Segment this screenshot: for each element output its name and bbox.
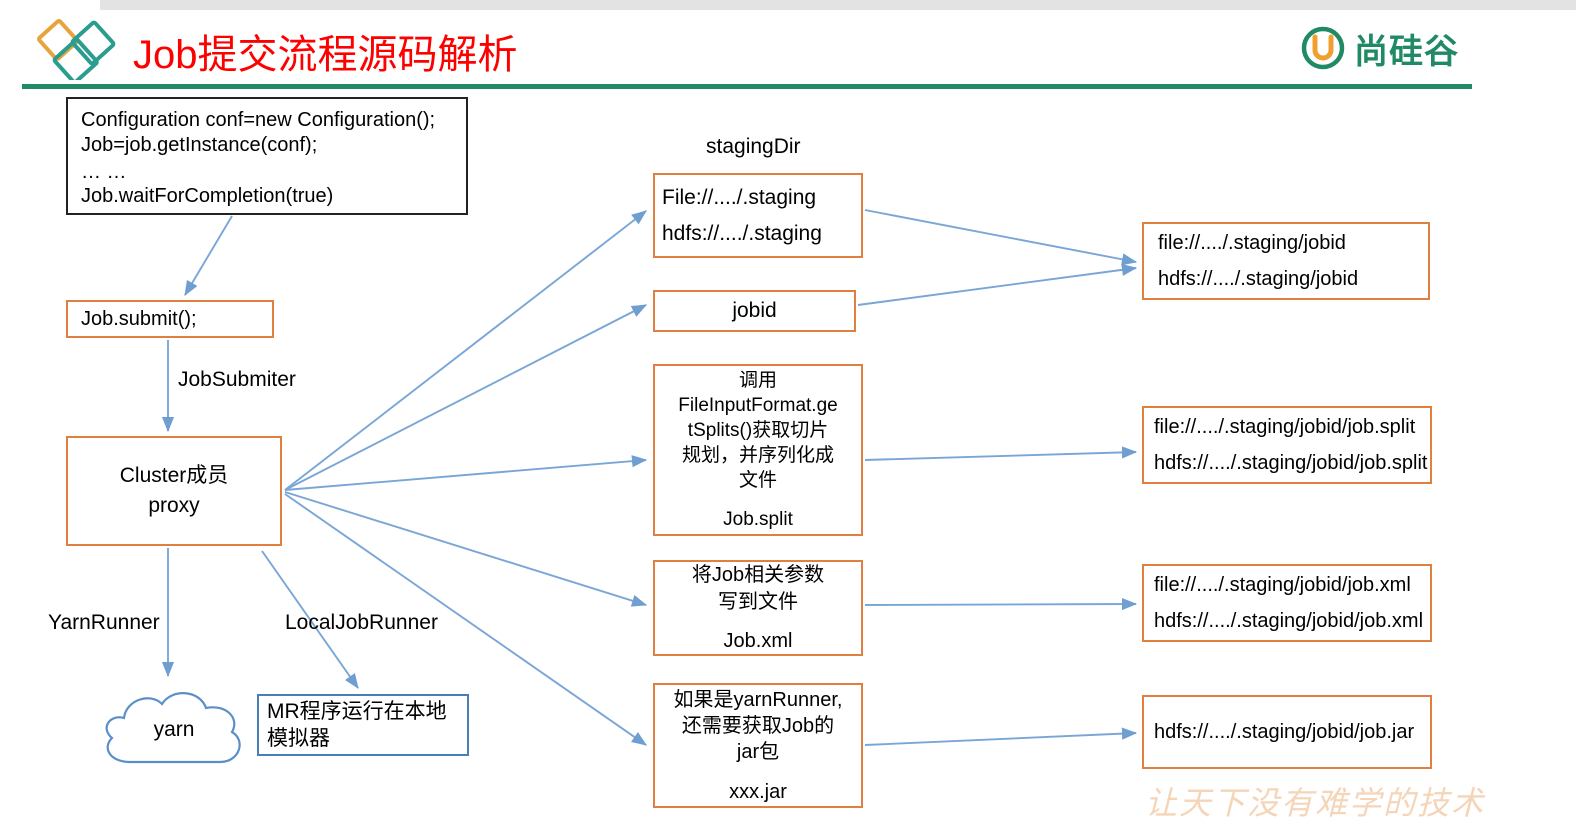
arrow-cluster-to-split [284, 455, 648, 491]
code-line-3: … … [81, 161, 127, 183]
atguigu-u-icon [1301, 26, 1345, 70]
split-line-1: 调用 [738, 370, 777, 391]
label-staging-dir: stagingDir [706, 135, 801, 158]
local-line-2: 模拟器 [267, 727, 330, 750]
arrow-jobid-to-right [857, 263, 1138, 306]
mid-box-job-jar: 如果是yarnRunner, 还需要获取Job的 jar包 xxx.jar [653, 683, 863, 808]
jar-line-2: 还需要获取Job的 [681, 714, 835, 737]
arrow-cluster-to-jobid [284, 304, 648, 491]
local-line-1: MR程序运行在本地 [267, 700, 447, 723]
jar-line-3: jar包 [736, 740, 780, 763]
watermark-text: 让天下没有难学的技术 [1145, 784, 1486, 822]
split-line-3: tSplits()获取切片 [687, 420, 829, 441]
mid-box-job-params: 将Job相关参数 写到文件 Job.xml [653, 560, 863, 656]
cluster-line-2: proxy [148, 494, 200, 517]
arrow-cluster-to-xml [284, 491, 648, 607]
right-xml-hdfs: hdfs://..../.staging/jobid/job.xml [1154, 610, 1424, 632]
right-jobid-file: file://..../.staging/jobid [1158, 232, 1346, 254]
split-line-4: 规划，并序列化成 [681, 445, 834, 466]
slide-header: Job提交流程源码解析 尚硅谷 [0, 10, 1576, 89]
yarn-label: yarn [153, 718, 195, 741]
yarn-cloud-shape: yarn [92, 678, 256, 786]
xml-line-1: 将Job相关参数 [691, 563, 825, 586]
diamond-logo-icon [37, 19, 116, 80]
arrow-cluster-to-staging [284, 210, 647, 491]
arrow-jar-to-right [864, 727, 1138, 746]
right-split-hdfs: hdfs://..../.staging/jobid/job.split [1154, 452, 1428, 474]
local-simulator-box: MR程序运行在本地 模拟器 [257, 694, 469, 756]
right-box-job-split-paths: file://..../.staging/jobid/job.split hdf… [1142, 406, 1432, 484]
arrow-xml-to-right [864, 597, 1138, 611]
mid-box-jobid: jobid [653, 290, 856, 332]
right-split-file: file://..../.staging/jobid/job.split [1154, 416, 1416, 438]
label-localjobrunner: LocalJobRunner [285, 611, 438, 634]
arrow-code-to-submit [184, 215, 233, 296]
cluster-proxy-box: Cluster成员 proxy [66, 436, 282, 546]
right-jobid-hdfs: hdfs://..../.staging/jobid [1158, 268, 1359, 290]
job-submit-label: Job.submit(); [81, 307, 197, 330]
staging-path-file: File://..../.staging [662, 185, 817, 209]
cloud-icon [105, 692, 241, 764]
right-box-job-jar-paths: hdfs://..../.staging/jobid/job.jar [1142, 695, 1432, 769]
brand-logo: 尚硅谷 [1300, 26, 1459, 72]
xml-line-2: 写到文件 [718, 590, 798, 613]
split-footer: Job.split [723, 509, 793, 530]
code-line-4: Job.waitForCompletion(true) [81, 185, 334, 207]
window-chrome-strip [0, 0, 1576, 10]
jar-footer: xxx.jar [729, 780, 787, 803]
right-box-staging-jobid-paths: file://..../.staging/jobid hdfs://..../.… [1142, 222, 1430, 300]
label-jobsubmiter: JobSubmiter [178, 368, 296, 391]
header-divider-rule [22, 84, 1472, 89]
code-snippet-box: Configuration conf=new Configuration(); … [66, 97, 468, 215]
label-yarnrunner: YarnRunner [48, 611, 160, 634]
cluster-line-1: Cluster成员 [119, 464, 229, 487]
right-jar-hdfs: hdfs://..../.staging/jobid/job.jar [1154, 721, 1415, 743]
brand-name: 尚硅谷 [1354, 31, 1459, 72]
staging-path-hdfs: hdfs://..../.staging [662, 221, 822, 245]
right-xml-file: file://..../.staging/jobid/job.xml [1154, 574, 1411, 596]
mid-box-split-generation: 调用 FileInputFormat.ge tSplits()获取切片 规划，并… [653, 364, 863, 536]
chrome-left-gap [0, 0, 100, 10]
xml-footer: Job.xml [723, 629, 793, 652]
jar-line-1: 如果是yarnRunner, [673, 688, 843, 711]
split-line-5: 文件 [738, 470, 777, 491]
code-line-1: Configuration conf=new Configuration(); [81, 109, 436, 131]
mid-box-staging-paths: File://..../.staging hdfs://..../.stagin… [653, 173, 863, 258]
code-line-2: Job=job.getInstance(conf); [81, 134, 318, 156]
arrow-staging-to-right [864, 209, 1138, 266]
split-line-2: FileInputFormat.ge [678, 395, 838, 416]
job-submit-box: Job.submit(); [66, 300, 274, 338]
right-box-job-xml-paths: file://..../.staging/jobid/job.xml hdfs:… [1142, 564, 1432, 642]
page-title: Job提交流程源码解析 [133, 33, 518, 77]
jobid-label: jobid [732, 299, 777, 322]
arrow-split-to-right [864, 446, 1138, 461]
